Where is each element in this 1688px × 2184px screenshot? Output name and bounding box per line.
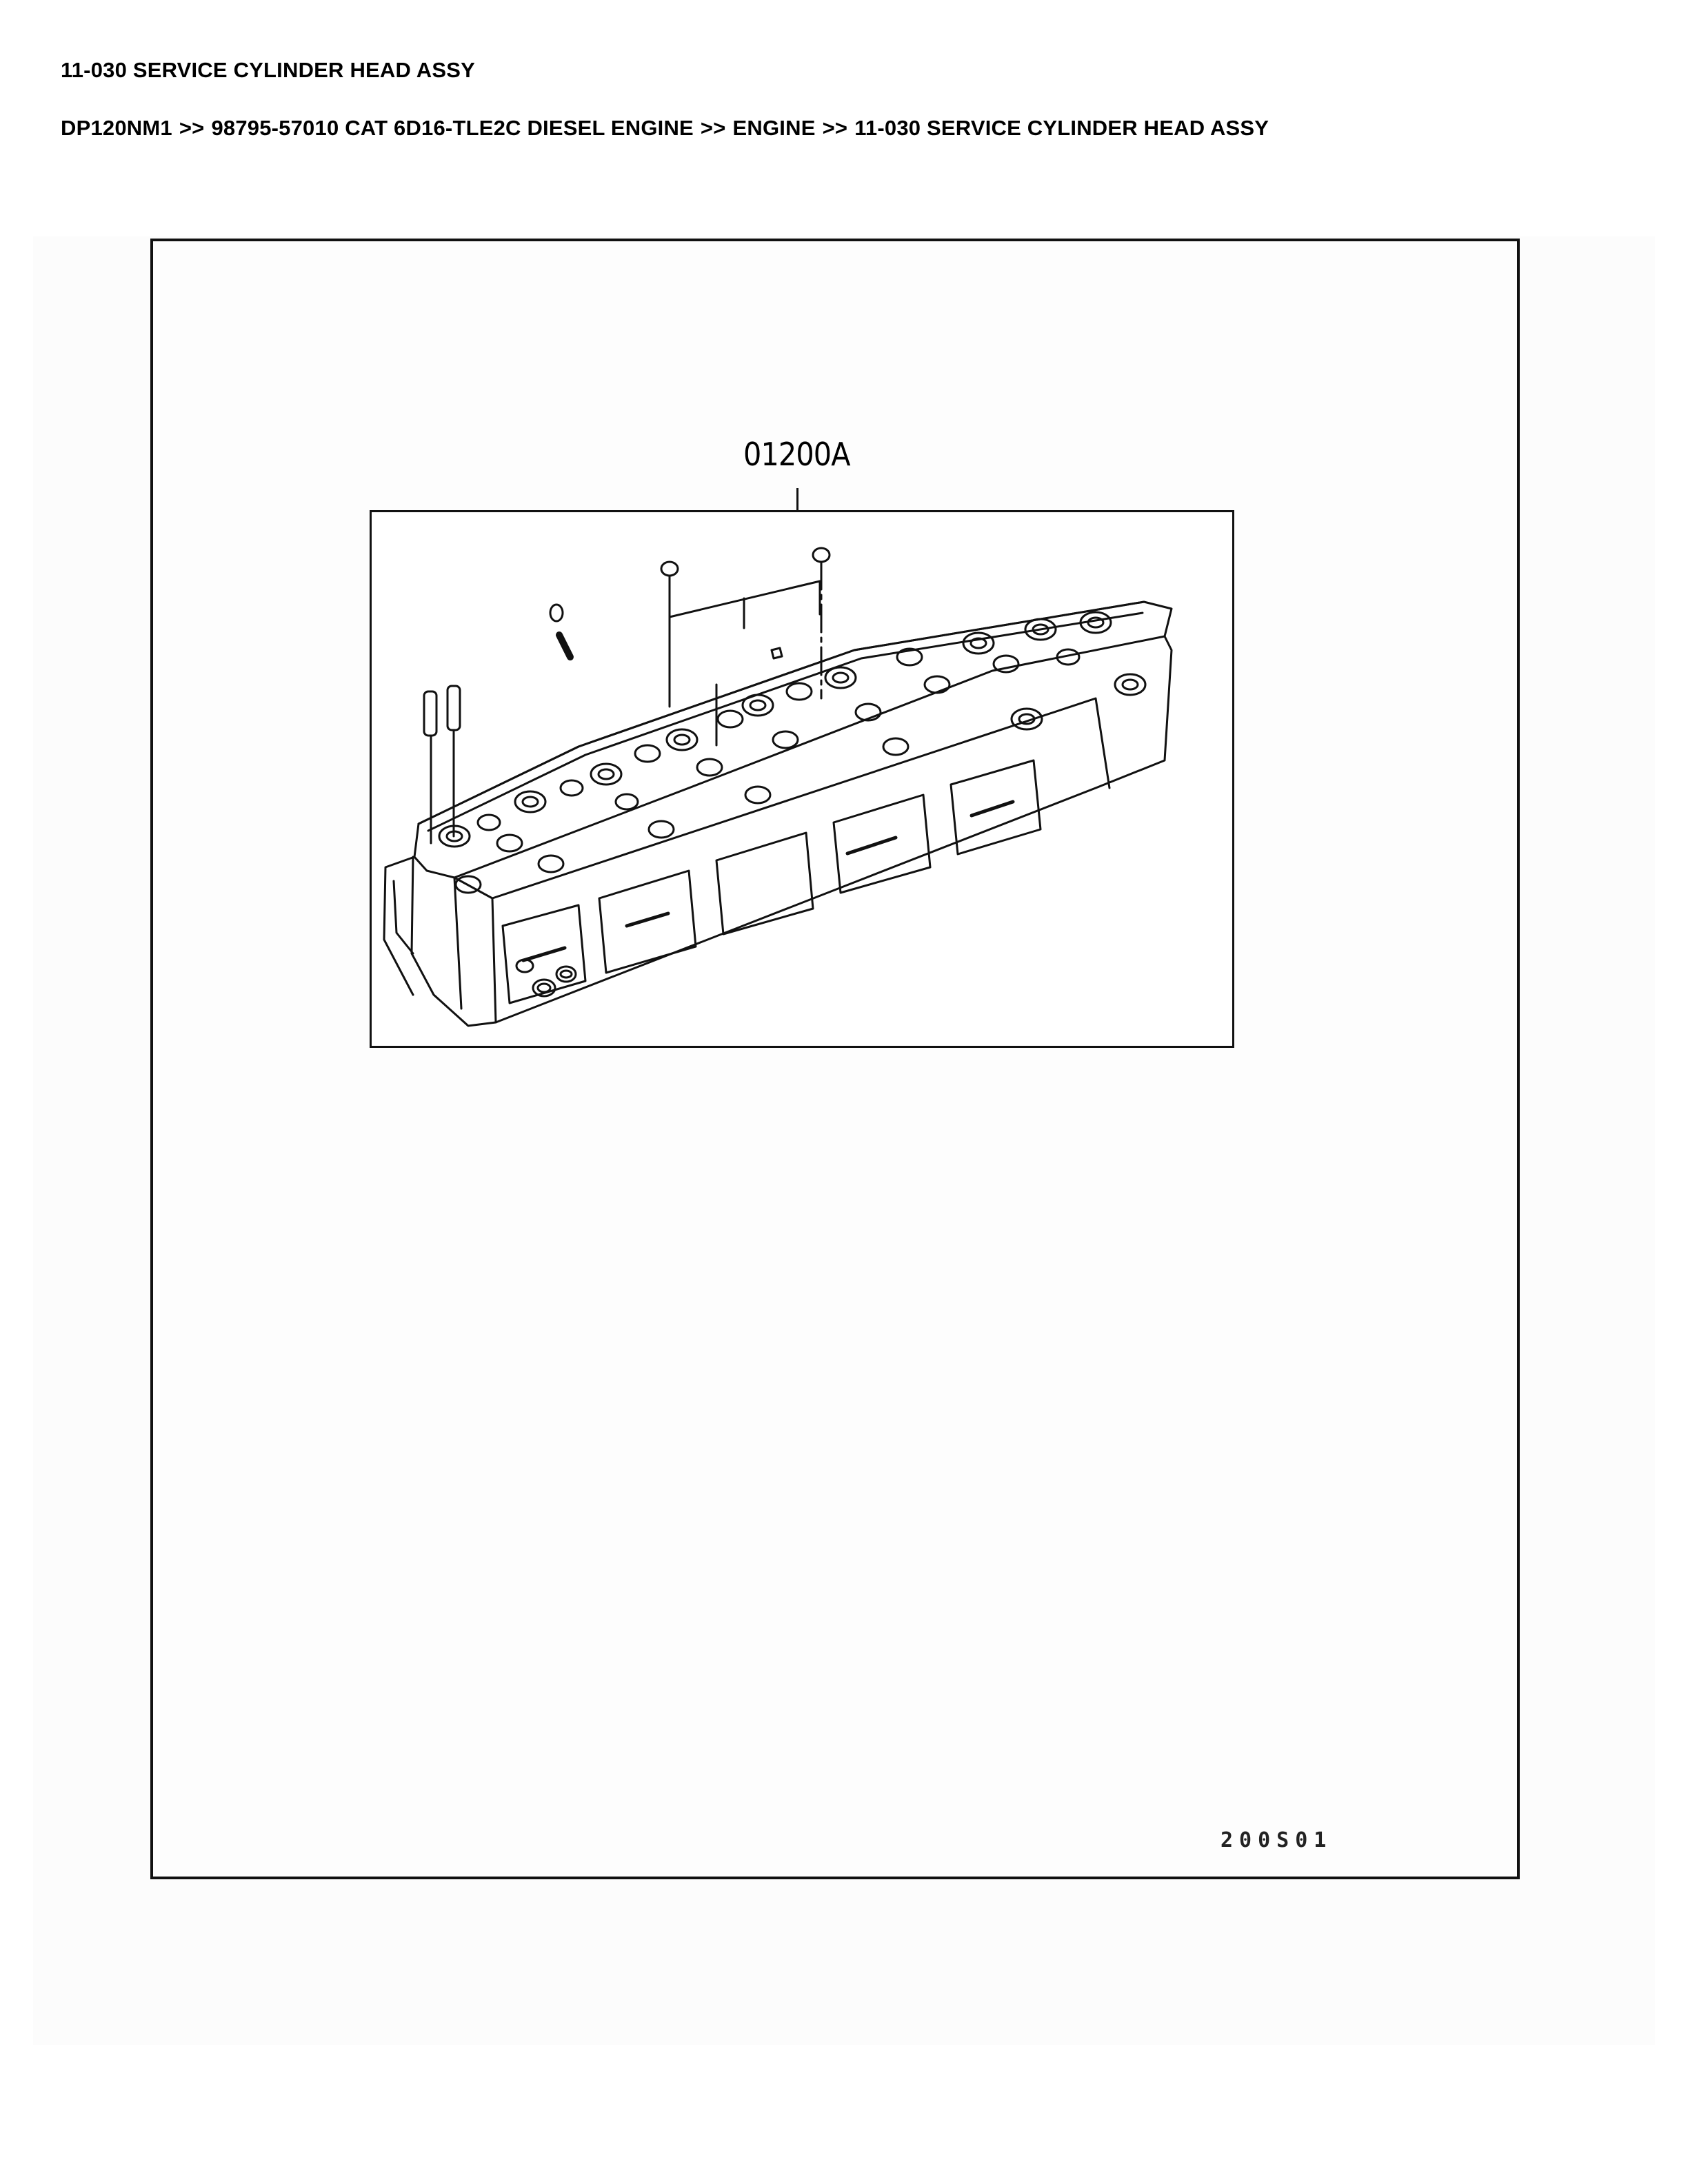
figure-number: 200S01 [1220,1828,1333,1852]
breadcrumb: DP120NM1>>98795-57010 CAT 6D16-TLE2C DIE… [61,116,1269,141]
breadcrumb-item-engine-model[interactable]: 98795-57010 CAT 6D16-TLE2C DIESEL ENGINE [211,116,694,140]
exploded-view-diagram [370,510,1234,1048]
breadcrumb-item-current: 11-030 SERVICE CYLINDER HEAD ASSY [854,116,1269,140]
part-callout-label[interactable]: 01200A [743,436,851,473]
breadcrumb-separator: >> [179,116,205,140]
breadcrumb-item-engine[interactable]: ENGINE [732,116,816,140]
drawing-frame [150,239,1520,1879]
breadcrumb-separator: >> [822,116,848,140]
cylinder-head-illustration [383,547,1173,1027]
callout-leader-line [796,488,798,512]
breadcrumb-separator: >> [700,116,726,140]
page-title: 11-030 SERVICE CYLINDER HEAD ASSY [61,58,475,82]
breadcrumb-item-model[interactable]: DP120NM1 [61,116,172,140]
